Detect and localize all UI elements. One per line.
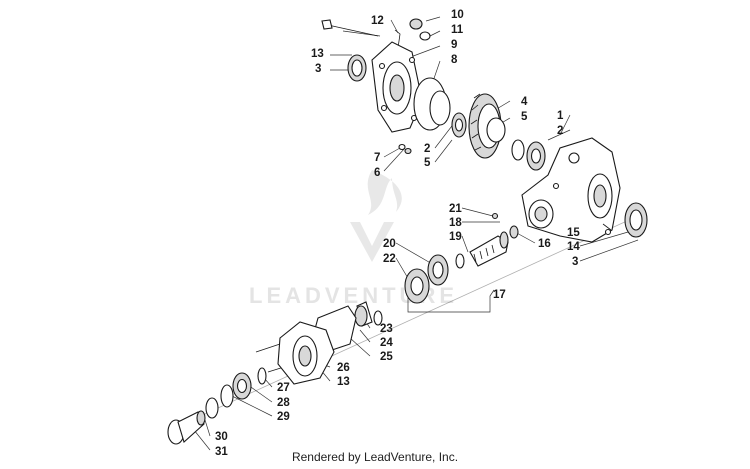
oil-seal-right bbox=[624, 202, 648, 238]
nut-6 bbox=[404, 147, 412, 155]
callout-2-left: 2 bbox=[424, 143, 430, 155]
callout-31: 31 bbox=[215, 446, 228, 458]
callout-16: 16 bbox=[538, 238, 551, 250]
callout-3-upper: 3 bbox=[315, 63, 321, 75]
callout-30: 30 bbox=[215, 431, 228, 443]
callout-21: 21 bbox=[449, 203, 462, 215]
spacer-23 bbox=[354, 301, 373, 327]
input-yoke bbox=[167, 410, 206, 445]
callout-23: 23 bbox=[380, 323, 393, 335]
callout-11: 11 bbox=[451, 24, 464, 36]
callout-22: 22 bbox=[383, 253, 396, 265]
callout-5-upper: 5 bbox=[521, 111, 528, 123]
gear-case-cover bbox=[371, 41, 423, 133]
shim-5 bbox=[511, 139, 525, 161]
bearing-20 bbox=[427, 254, 449, 286]
callout-4: 4 bbox=[521, 96, 528, 108]
bearing-28 bbox=[232, 372, 252, 400]
flame-icon bbox=[367, 170, 402, 215]
bolt-15 bbox=[602, 223, 612, 231]
callout-18: 18 bbox=[449, 217, 462, 229]
gear-case-housing bbox=[521, 137, 621, 243]
callout-7: 7 bbox=[374, 152, 380, 164]
input-housing bbox=[277, 321, 335, 385]
bearing-22 bbox=[404, 268, 430, 304]
oil-seal-upper bbox=[347, 54, 367, 82]
callout-12: 12 bbox=[371, 15, 384, 27]
callout-3-right: 3 bbox=[572, 256, 578, 268]
callout-13-lower: 13 bbox=[337, 376, 350, 388]
callout-13-upper: 13 bbox=[311, 48, 324, 60]
vent-tube bbox=[394, 29, 401, 49]
callout-25: 25 bbox=[380, 351, 393, 363]
snap-ring-19 bbox=[455, 253, 465, 269]
callout-19: 19 bbox=[449, 231, 462, 243]
callout-14: 14 bbox=[567, 241, 580, 253]
callout-2-right: 2 bbox=[557, 125, 563, 137]
callout-15: 15 bbox=[567, 227, 580, 239]
drain-plug bbox=[409, 18, 423, 30]
snap-ring-27 bbox=[257, 367, 267, 385]
callout-24: 24 bbox=[380, 337, 393, 349]
bearing-upper-left bbox=[451, 112, 467, 138]
bearing-upper-right bbox=[526, 141, 546, 171]
callout-8: 8 bbox=[451, 54, 458, 66]
callout-5-lower: 5 bbox=[424, 157, 431, 169]
bolt-13 bbox=[321, 19, 379, 37]
washer-7 bbox=[398, 143, 406, 151]
callout-6: 6 bbox=[374, 167, 380, 179]
callout-9: 9 bbox=[451, 39, 457, 51]
pinion-gear bbox=[469, 231, 509, 267]
callout-17: 17 bbox=[493, 289, 506, 301]
callout-1: 1 bbox=[557, 110, 564, 122]
seal-29 bbox=[220, 384, 234, 408]
plug-washer bbox=[419, 31, 431, 41]
credit-text: Rendered by LeadVenture, Inc. bbox=[291, 450, 459, 464]
callout-26: 26 bbox=[337, 362, 350, 374]
v-mark-icon bbox=[350, 222, 394, 262]
callout-20: 20 bbox=[383, 238, 396, 250]
callout-10: 10 bbox=[451, 9, 464, 21]
o-ring-24 bbox=[373, 310, 383, 326]
callout-29: 29 bbox=[277, 411, 290, 423]
pin-21 bbox=[491, 212, 499, 220]
collar-16 bbox=[509, 225, 519, 239]
snap-ring-30 bbox=[205, 397, 219, 419]
callout-28: 28 bbox=[277, 397, 290, 409]
callout-labels: 12 10 11 13 9 3 8 4 5 1 2 2 5 7 6 21 18 … bbox=[215, 9, 580, 458]
callout-27: 27 bbox=[277, 382, 290, 394]
shim-8 bbox=[429, 90, 451, 126]
ring-gear bbox=[468, 93, 506, 159]
